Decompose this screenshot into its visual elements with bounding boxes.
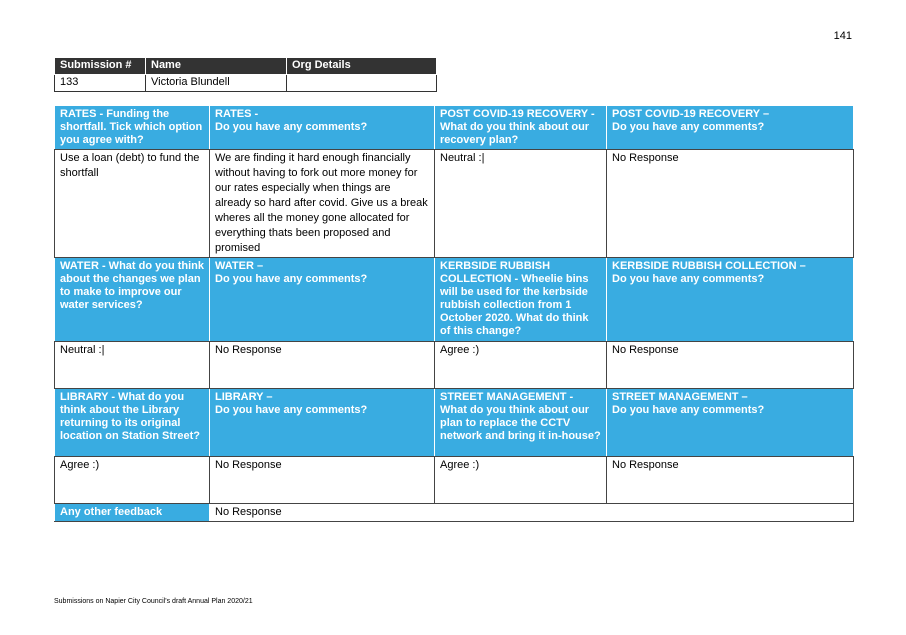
answer-water-comments: No Response	[209, 341, 435, 389]
question-covid-recovery: POST COVID-19 RECOVERY - What do you thi…	[434, 105, 607, 150]
question-text: - What do you think about the changes we…	[60, 260, 205, 311]
other-feedback-value: No Response	[209, 503, 854, 522]
header-name: Name	[145, 57, 287, 75]
question-topic: STREET MANAGEMENT	[440, 391, 567, 403]
answer-covid-comments: No Response	[606, 149, 854, 258]
question-topic: KERBSIDE RUBBISH COLLECTION –	[612, 260, 806, 272]
header-submission-number: Submission #	[54, 57, 146, 75]
question-covid-comments: POST COVID-19 RECOVERY –Do you have any …	[606, 105, 854, 150]
question-street-comments: STREET MANAGEMENT –Do you have any comme…	[606, 388, 854, 457]
org-details	[286, 74, 437, 92]
question-topic: WATER –	[215, 260, 264, 272]
question-topic: POST COVID-19 RECOVERY	[440, 108, 588, 120]
answer-street-comments: No Response	[606, 456, 854, 504]
question-kerbside-comments: KERBSIDE RUBBISH COLLECTION –Do you have…	[606, 257, 854, 342]
question-topic: LIBRARY –	[215, 391, 273, 403]
question-water-comments: WATER –Do you have any comments?	[209, 257, 435, 342]
other-feedback-row: Any other feedback No Response	[54, 503, 854, 522]
question-text: Do you have any comments?	[612, 273, 765, 285]
question-text: - What do you think about the Library re…	[60, 391, 200, 442]
answer-kerbside-comments: No Response	[606, 341, 854, 389]
question-library-comments: LIBRARY –Do you have any comments?	[209, 388, 435, 457]
question-text: Do you have any comments?	[215, 273, 368, 285]
answer-street-management: Agree :)	[434, 456, 607, 504]
question-text: Do you have any comments?	[612, 404, 765, 416]
submission-value-row: 133 Victoria Blundell	[54, 74, 437, 92]
submission-table: Submission # Name Org Details 133 Victor…	[54, 57, 437, 92]
question-text: - What do you think about our plan to re…	[440, 391, 601, 442]
question-text: Do you have any comments?	[215, 121, 368, 133]
question-topic: WATER	[60, 260, 99, 272]
question-kerbside: KERBSIDE RUBBISH COLLECTION - Wheelie bi…	[434, 257, 607, 342]
submitter-name: Victoria Blundell	[145, 74, 287, 92]
question-library: LIBRARY - What do you think about the Li…	[54, 388, 210, 457]
answer-row: Agree :) No Response Agree :) No Respons…	[54, 456, 854, 504]
submission-number: 133	[54, 74, 146, 92]
feedback-table: RATES - Funding the shortfall. Tick whic…	[54, 105, 854, 522]
header-org-details: Org Details	[286, 57, 437, 75]
other-feedback-label: Any other feedback	[54, 503, 210, 522]
answer-covid-recovery: Neutral :|	[434, 149, 607, 258]
question-row: RATES - Funding the shortfall. Tick whic…	[54, 105, 854, 150]
answer-library-comments: No Response	[209, 456, 435, 504]
question-topic: LIBRARY	[60, 391, 109, 403]
submission-header-row: Submission # Name Org Details	[54, 57, 437, 75]
question-topic: STREET MANAGEMENT –	[612, 391, 748, 403]
question-row: LIBRARY - What do you think about the Li…	[54, 388, 854, 457]
question-row: WATER - What do you think about the chan…	[54, 257, 854, 342]
question-rates-option: RATES - Funding the shortfall. Tick whic…	[54, 105, 210, 150]
question-water: WATER - What do you think about the chan…	[54, 257, 210, 342]
answer-row: Neutral :| No Response Agree :) No Respo…	[54, 341, 854, 389]
answer-rates-comments: We are finding it hard enough financiall…	[209, 149, 435, 258]
question-text: - Wheelie bins will be used for the kerb…	[440, 273, 589, 337]
answer-row: Use a loan (debt) to fund the shortfall …	[54, 149, 854, 258]
question-rates-comments: RATES -Do you have any comments?	[209, 105, 435, 150]
page-number: 141	[833, 30, 852, 42]
question-street-management: STREET MANAGEMENT - What do you think ab…	[434, 388, 607, 457]
question-text: Do you have any comments?	[215, 404, 368, 416]
answer-rates-option: Use a loan (debt) to fund the shortfall	[54, 149, 210, 258]
question-topic: RATES -	[215, 108, 259, 120]
question-topic: RATES	[60, 108, 97, 120]
footer-text: Submissions on Napier City Council's dra…	[54, 598, 253, 605]
question-topic: POST COVID-19 RECOVERY –	[612, 108, 770, 120]
question-topic: KERBSIDE RUBBISH COLLECTION	[440, 260, 551, 285]
question-text: - What do you think about our recovery p…	[440, 108, 595, 146]
answer-library: Agree :)	[54, 456, 210, 504]
question-text: Do you have any comments?	[612, 121, 765, 133]
answer-water: Neutral :|	[54, 341, 210, 389]
answer-kerbside: Agree :)	[434, 341, 607, 389]
question-text: - Funding the shortfall. Tick which opti…	[60, 108, 203, 146]
